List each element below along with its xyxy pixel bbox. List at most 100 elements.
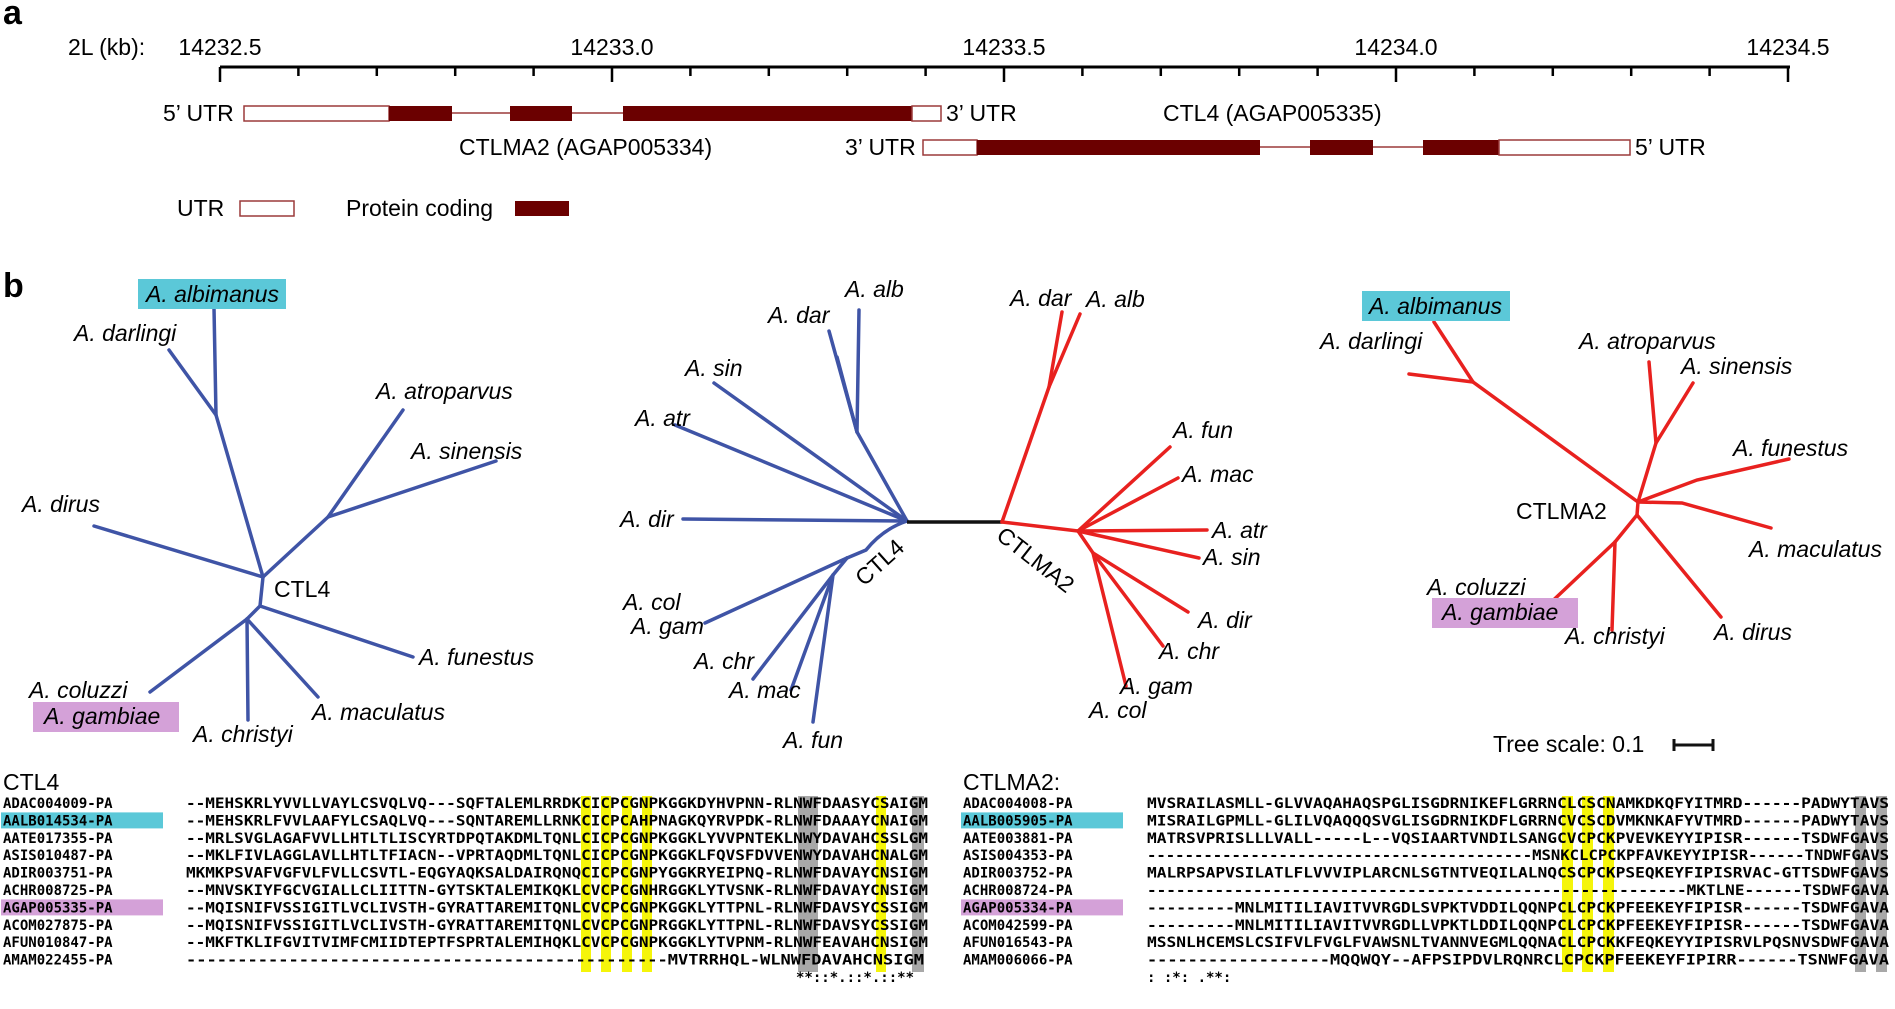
alignment-ctl4: ADAC004009-PA --MEHSKRLYVVLLVAYLCSVQLVQ--… [1, 796, 928, 986]
gene-ctlma2-exon [623, 106, 912, 121]
sequence-id: ADAC004008-PA [963, 796, 1073, 812]
sequence-id: ASIS004353-PA [963, 848, 1073, 864]
sequence-id: AMAM022455-PA [3, 953, 113, 969]
sequence-id: ASIS010487-PA [3, 848, 113, 864]
sequence-id: AFUN010847-PA [3, 935, 113, 951]
sequence-residues: --MKFTKLIFGVITVIMFCMIIDTEPTFSPRTALEMIHQK… [186, 935, 928, 951]
sequence-id: ACHR008725-PA [3, 883, 113, 899]
sequence-residues: ---------MNLMITILIAVITVVRGDLSVPKTVDDILQQ… [1147, 900, 1890, 916]
sequence-residues: MALRPSAPVSILATLFLVVVIPLARCNLSGTNTVEQILAL… [1147, 866, 1889, 882]
sequence-id: ACHR008724-PA [963, 883, 1073, 899]
red-leaf-col: A. col [1087, 697, 1147, 723]
tick-label: 14232.5 [178, 34, 261, 60]
red-leaf-alb: A. alb [1084, 286, 1145, 312]
tree-scale-bar: Tree scale: 0.1 [1493, 731, 1715, 757]
gene-ctlma2-5utr-label: 5’ UTR [163, 100, 234, 126]
sequence-residues: MATRSVPRISLLLVALL-----L--VQSIAARTVNDILSA… [1147, 831, 1889, 847]
gene-ctl4-utr [922, 139, 978, 156]
sequence-id: AGAP005335-PA [3, 900, 113, 916]
legend-utr-swatch [239, 200, 295, 217]
sequence-id: AALB014534-PA [3, 813, 113, 829]
sequence-id: ADAC004009-PA [3, 796, 113, 812]
gene-ctl4-model: CTL4 (AGAP005335) 3’ UTR 5’ UTR [845, 100, 1706, 160]
tree-combined-ctlma2-branches [1000, 310, 1209, 688]
sequence-residues: --MEHSKRLYVVLLVAYLCSVQLVQ---SQFTALEMLRRD… [186, 796, 928, 812]
conserved-column-highlight [1855, 796, 1866, 972]
leaf-atroparvus: A. atroparvus [1577, 328, 1716, 354]
sequence-residues: ----------------------------------------… [1147, 848, 1889, 864]
conserved-column-highlight [1876, 796, 1887, 972]
cysteine-column-highlight [622, 796, 632, 972]
sequence-residues: MSSNLHCEMSLCSIFVLFVGLFVAWSNLTVANNVEGMLQQ… [1147, 935, 1890, 951]
gene-ctlma2-utr [243, 105, 390, 122]
sequence-id: ACOM027875-PA [3, 918, 113, 934]
gene-ctlma2-model: 5’ UTR 3’ UTR CTLMA2 (AGAP005334) [163, 100, 1017, 160]
cysteine-column-highlight [1582, 796, 1593, 972]
sequence-residues: --MQISNIFVSSIGITLVCLIVSTH-GYRATTAREMITQN… [186, 918, 928, 934]
sequence-residues: --MRLSVGLAGAFVVLLHTLTLISCYRTDPQTAKDMLTQN… [186, 831, 928, 847]
blue-leaf-chr: A. chr [692, 648, 755, 674]
leaf-dirus: A. dirus [1712, 619, 1792, 645]
gene-ctlma2-exon [389, 106, 452, 121]
sequence-id: AFUN016543-PA [963, 935, 1073, 951]
gene-legend: UTR Protein coding [177, 195, 569, 221]
red-leaf-chr: A. chr [1157, 638, 1220, 664]
leaf-funestus: A. funestus [1731, 435, 1849, 461]
red-leaf-dir: A. dir [1196, 607, 1253, 633]
leaf-maculatus: A. maculatus [310, 699, 445, 725]
red-leaf-gam: A. gam [1118, 673, 1193, 699]
tree-scale-label: Tree scale: 0.1 [1493, 731, 1644, 757]
red-leaf-mac: A. mac [1180, 461, 1254, 487]
red-leaf-sin: A. sin [1201, 544, 1261, 570]
blue-leaf-atr: A. atr [633, 405, 691, 431]
leaf-funestus: A. funestus [417, 644, 535, 670]
sequence-id: ADIR003752-PA [963, 866, 1073, 882]
sequence-residues: --MQISNIFVSSIGITLVCLIVSTH-GYRATTAREMITQN… [186, 900, 928, 916]
panel-a-letter: a [3, 0, 23, 32]
sequence-id: AATE017355-PA [3, 831, 113, 847]
tree-ctl4-center-label: CTL4 [274, 576, 330, 602]
tree-ctlma2-center-label: CTLMA2 [1516, 498, 1607, 524]
tick-label: 14233.5 [962, 34, 1045, 60]
sequence-residues: ---------MNLMITILIAVITVVRGDLLVPKTLDDILQQ… [1147, 918, 1890, 934]
red-leaf-fun: A. fun [1171, 417, 1233, 443]
sequence-residues: ----------------------------------------… [186, 953, 924, 969]
leaf-atroparvus: A. atroparvus [374, 378, 513, 404]
leaf-gambiae: A. gambiae [42, 703, 160, 729]
cysteine-column-highlight [642, 796, 652, 972]
genomic-axis: 14232.5 14233.0 14233.5 14234.0 14234.5 [178, 34, 1830, 82]
sequence-residues: --MEHSKRLFVVLAAFYLCSAQLVQ---SQNTAREMLLRN… [186, 813, 928, 829]
sequence-id: AGAP005334-PA [963, 900, 1073, 916]
sequence-residues: MISRAILGPMLL-GLILVQAQQQSVGLISGDRNIKDFLGR… [1147, 813, 1889, 829]
leaf-darlingi: A. darlingi [1318, 328, 1423, 354]
sequence-residues: ----------------------------------------… [1147, 883, 1890, 899]
blue-leaf-gam: A. gam [629, 613, 704, 639]
panel-b-letter: b [3, 267, 24, 305]
gambiae-highlight [1432, 598, 1578, 628]
gene-ctl4-exon [1423, 140, 1499, 155]
conserved-column-highlight [912, 796, 924, 972]
legend-utr-label: UTR [177, 195, 224, 221]
cysteine-column-highlight [601, 796, 611, 972]
sequence-id: ACOM042599-PA [963, 918, 1073, 934]
leaf-sinensis: A. sinensis [409, 438, 523, 464]
blue-leaf-fun: A. fun [781, 727, 843, 753]
tree-ctlma2: A. albimanus A. darlingi A. atroparvus A… [1318, 291, 1882, 649]
leaf-coluzzi: A. coluzzi [1425, 574, 1526, 600]
gene-ctl4-exon [1310, 140, 1373, 155]
conservation-line: : :*: .**: [1147, 970, 1231, 986]
gene-ctl4-exon [977, 140, 1260, 155]
cysteine-column-highlight [1562, 796, 1573, 972]
conservation-line: **::*.::*.::** [796, 970, 914, 986]
sequence-residues: MVSRAILASMLL-GLVVAQAHAQSPGLISGDRNIKEFLGR… [1147, 796, 1889, 812]
cysteine-column-highlight [1603, 796, 1614, 972]
sequence-id: AATE003881-PA [963, 831, 1073, 847]
cysteine-column-highlight [876, 796, 886, 972]
gene-ctl4-5utr-label: 5’ UTR [1635, 134, 1706, 160]
tree-combined-ctl4-label: CTL4 [850, 534, 909, 591]
red-leaf-atr: A. atr [1210, 517, 1268, 543]
gene-ctlma2-name: CTLMA2 (AGAP005334) [459, 134, 712, 160]
blue-leaf-dir: A. dir [618, 506, 675, 532]
blue-leaf-col: A. col [621, 589, 681, 615]
axis-label: 2L (kb): [68, 34, 145, 60]
